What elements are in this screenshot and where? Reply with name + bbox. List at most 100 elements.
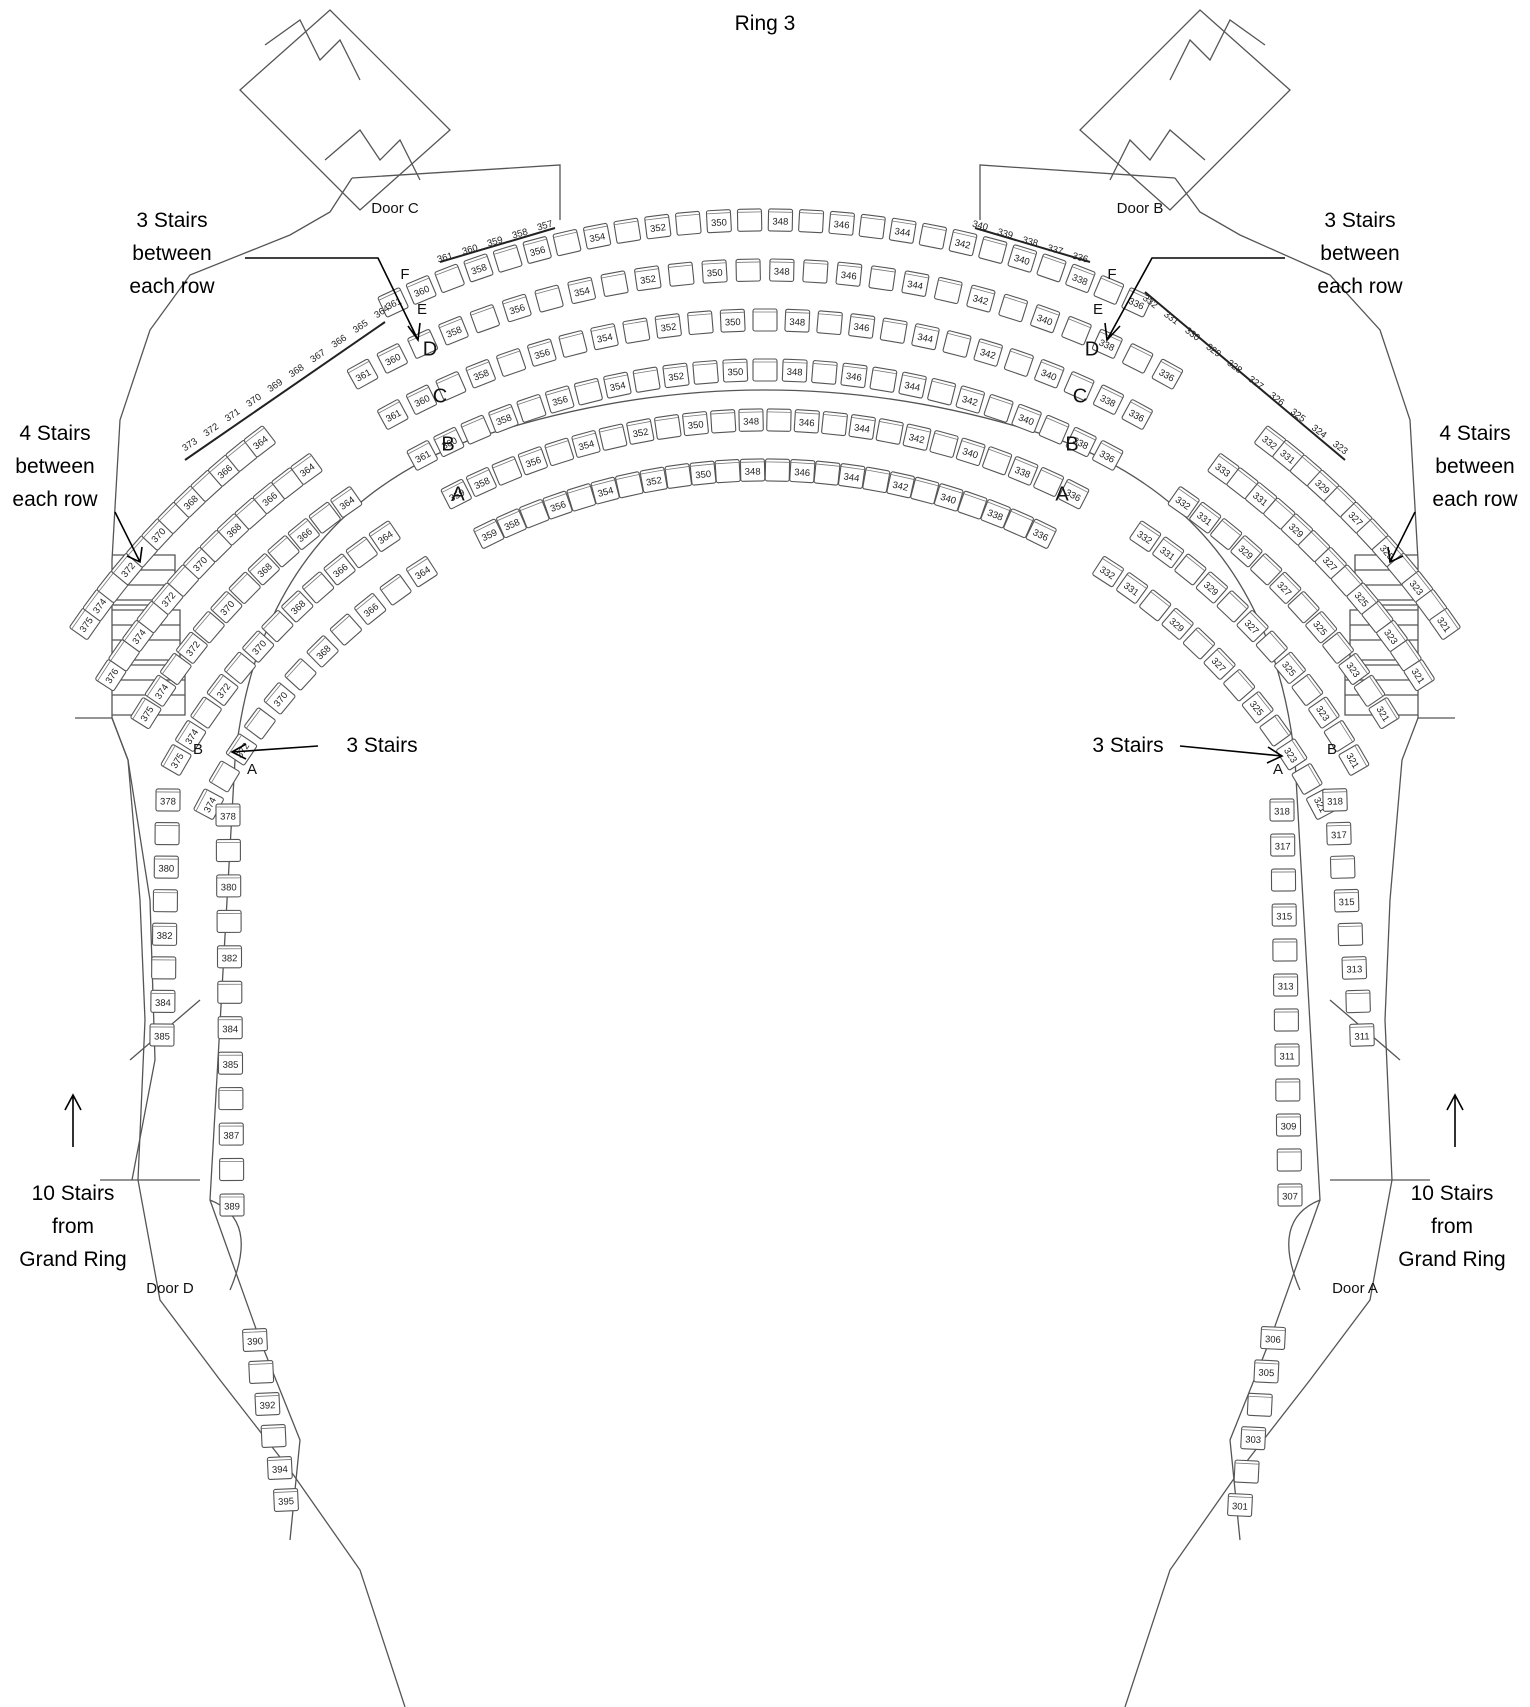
seat[interactable]: 364 bbox=[368, 520, 401, 552]
seat[interactable] bbox=[1353, 674, 1386, 707]
seat[interactable] bbox=[927, 377, 957, 406]
seat[interactable]: 359 bbox=[440, 478, 472, 510]
seat[interactable]: 352 bbox=[634, 265, 662, 292]
seat[interactable] bbox=[934, 276, 963, 305]
seat[interactable] bbox=[710, 409, 737, 434]
seat[interactable]: 336 bbox=[1025, 518, 1057, 549]
seat[interactable]: 372 bbox=[151, 582, 184, 615]
seat[interactable]: 329 bbox=[1230, 535, 1263, 568]
seat[interactable] bbox=[918, 222, 947, 250]
seat[interactable]: 318 bbox=[1322, 788, 1348, 812]
seat[interactable] bbox=[491, 456, 523, 486]
seat[interactable] bbox=[1033, 467, 1064, 497]
seat[interactable]: 380 bbox=[153, 855, 179, 879]
seat[interactable] bbox=[1183, 627, 1216, 660]
seat[interactable]: 364 bbox=[290, 453, 323, 485]
seat[interactable] bbox=[1322, 631, 1354, 664]
seat[interactable]: 315 bbox=[1333, 888, 1360, 913]
seat[interactable] bbox=[1061, 316, 1092, 346]
seat[interactable]: 352 bbox=[662, 362, 690, 389]
seat[interactable]: 327 bbox=[1314, 547, 1347, 580]
seat[interactable]: 346 bbox=[828, 210, 855, 236]
seat[interactable]: 354 bbox=[590, 476, 620, 505]
seat[interactable]: 372 bbox=[176, 631, 208, 664]
seat[interactable] bbox=[869, 366, 898, 393]
seat[interactable] bbox=[813, 460, 841, 486]
seat[interactable] bbox=[1139, 589, 1172, 622]
seat[interactable]: 364 bbox=[243, 425, 276, 458]
seat[interactable]: 338 bbox=[1091, 329, 1123, 359]
seat[interactable] bbox=[978, 236, 1008, 264]
seat[interactable]: 344 bbox=[848, 414, 876, 440]
seat[interactable] bbox=[519, 499, 550, 529]
seat[interactable]: 354 bbox=[567, 276, 596, 305]
seat[interactable] bbox=[154, 821, 180, 846]
seat[interactable]: 378 bbox=[215, 803, 241, 827]
seat[interactable]: 378 bbox=[155, 788, 181, 812]
seat[interactable]: 307 bbox=[1277, 1183, 1303, 1207]
seat[interactable] bbox=[208, 760, 240, 793]
seat[interactable] bbox=[136, 601, 169, 634]
seat[interactable]: 327 bbox=[1236, 610, 1269, 643]
seat[interactable]: 350 bbox=[722, 358, 749, 383]
seat[interactable]: 323 bbox=[1276, 738, 1308, 771]
seat[interactable] bbox=[218, 1087, 244, 1111]
seat[interactable] bbox=[1036, 253, 1067, 283]
seat[interactable]: 354 bbox=[603, 371, 632, 399]
seat[interactable]: 301 bbox=[1227, 1492, 1253, 1518]
seat[interactable] bbox=[622, 317, 651, 344]
seat[interactable]: 366 bbox=[354, 593, 387, 625]
seat[interactable]: 325 bbox=[1305, 611, 1338, 644]
seat[interactable]: 321 bbox=[1368, 697, 1400, 729]
seat[interactable] bbox=[735, 258, 761, 282]
seat[interactable]: 360 bbox=[405, 275, 437, 305]
seat[interactable] bbox=[167, 564, 200, 597]
seat[interactable] bbox=[692, 360, 719, 385]
seat[interactable]: 370 bbox=[210, 591, 243, 624]
seat[interactable]: 364 bbox=[406, 556, 438, 588]
seat[interactable]: 356 bbox=[502, 293, 532, 323]
seat[interactable]: 336 bbox=[1092, 440, 1124, 471]
seat[interactable] bbox=[248, 1359, 275, 1385]
seat[interactable] bbox=[1216, 590, 1249, 623]
seat[interactable] bbox=[1259, 714, 1292, 747]
seat[interactable] bbox=[752, 308, 778, 332]
seat[interactable]: 329 bbox=[1161, 607, 1194, 640]
seat[interactable] bbox=[1063, 371, 1095, 401]
seat[interactable]: 332 bbox=[1092, 556, 1124, 588]
seat[interactable]: 338 bbox=[1093, 384, 1124, 415]
seat[interactable]: 358 bbox=[488, 403, 519, 434]
seat[interactable] bbox=[957, 490, 988, 520]
seat[interactable]: 382 bbox=[216, 945, 243, 969]
seat[interactable] bbox=[435, 371, 467, 401]
seat[interactable] bbox=[1003, 508, 1034, 539]
seat[interactable]: 342 bbox=[955, 385, 985, 414]
seat[interactable]: 389 bbox=[219, 1193, 245, 1217]
seat[interactable] bbox=[516, 394, 547, 423]
seat[interactable] bbox=[244, 707, 276, 740]
seat[interactable] bbox=[492, 244, 523, 273]
seat[interactable]: 368 bbox=[247, 553, 281, 586]
seat[interactable] bbox=[1276, 1148, 1302, 1172]
seat[interactable]: 376 bbox=[95, 659, 127, 692]
seat[interactable]: 325 bbox=[1274, 651, 1306, 685]
seat[interactable]: 384 bbox=[217, 1016, 243, 1040]
seat[interactable]: 356 bbox=[517, 446, 548, 476]
seat[interactable] bbox=[151, 956, 177, 980]
seat[interactable]: 332 bbox=[1129, 520, 1162, 552]
seat[interactable]: 344 bbox=[901, 270, 930, 297]
seat[interactable]: 305 bbox=[1253, 1359, 1280, 1384]
seat[interactable]: 358 bbox=[465, 359, 496, 389]
seat[interactable] bbox=[675, 210, 702, 236]
seat[interactable]: 321 bbox=[1429, 607, 1461, 640]
seat[interactable]: 327 bbox=[1269, 571, 1302, 605]
seat[interactable]: 360 bbox=[376, 343, 408, 374]
seat[interactable] bbox=[190, 696, 222, 729]
seat[interactable]: 348 bbox=[767, 208, 794, 232]
seat[interactable]: 382 bbox=[151, 922, 178, 946]
seat[interactable] bbox=[552, 229, 582, 257]
seat[interactable] bbox=[216, 909, 242, 933]
seat[interactable]: 346 bbox=[835, 261, 863, 287]
seat[interactable]: 354 bbox=[571, 430, 601, 458]
seat[interactable] bbox=[1223, 669, 1256, 702]
